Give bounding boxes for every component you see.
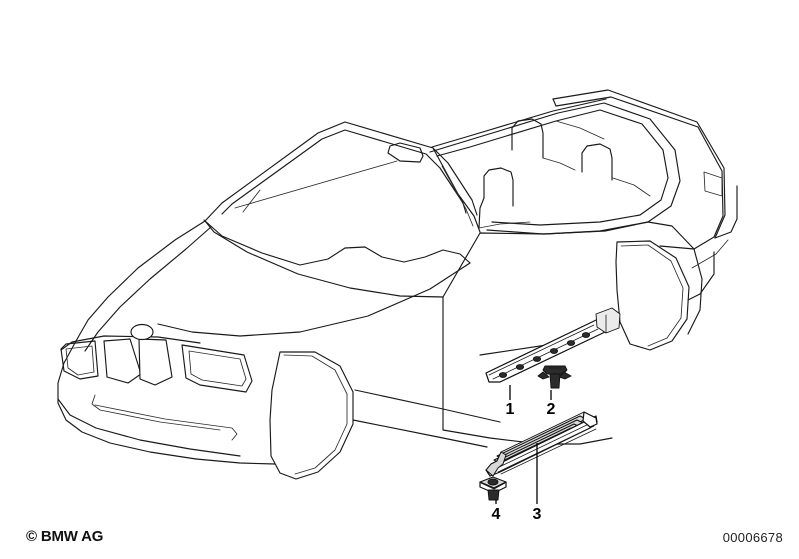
strip3-rib-line-3: [497, 425, 595, 473]
strip-clip-stud: [498, 372, 508, 378]
front-bumper-lower: [57, 398, 241, 457]
headlight-left: [60, 340, 99, 380]
rivet-collar-right: [558, 371, 572, 380]
rear-bumper-edge: [714, 185, 738, 239]
rocker-lower-line: [352, 419, 488, 448]
strip3-rib-line-1: [491, 419, 589, 467]
rear-lower-skirt: [691, 239, 729, 269]
rivet-shank: [549, 373, 561, 389]
strip-clip-stud: [549, 348, 559, 354]
interior-door-card: [478, 221, 531, 229]
installed-strip-bevel-2: [492, 328, 599, 380]
clip4-plate-body: [479, 481, 507, 494]
hood-center-nose: [157, 262, 471, 337]
front-upper-panel: [60, 335, 201, 351]
front-seat-back-left: [478, 197, 485, 229]
cowl-panel: [204, 220, 444, 298]
front-wheel-inner: [283, 354, 348, 475]
belt-line-upper: [431, 98, 607, 148]
rear-wheel-inner: [620, 244, 684, 347]
strip3-rib-line-4: [500, 428, 597, 475]
clip4-shank: [487, 489, 500, 501]
hood-rear-contour: [203, 219, 471, 266]
rear-deck-top: [552, 89, 726, 239]
bmw-roundel-icon: [130, 323, 154, 341]
rear-quarter-panel: [647, 221, 703, 335]
rocker-upper-line: [354, 389, 501, 423]
callout-number-3: 3: [533, 506, 542, 523]
strip-clip-stud: [515, 364, 525, 370]
windshield-a-pillar-inner: [242, 189, 261, 213]
copyright-notice: © BMW AG: [26, 528, 104, 545]
headlight-right: [181, 344, 253, 393]
fender-top-line: [84, 226, 212, 352]
hood-left-edge: [75, 220, 206, 342]
installed-strip-bevel-1: [488, 324, 595, 376]
cockpit-opening-inner: [436, 109, 669, 226]
rear-lamp-detail: [703, 171, 723, 197]
seat-divider: [542, 157, 576, 171]
callout-numbers-group: 1 2 3 4: [492, 401, 556, 523]
strip3-rib-line-2: [494, 422, 592, 470]
rear-deck-crease: [555, 120, 605, 140]
rear-rocker-line: [687, 251, 715, 301]
front-wheel-arch: [269, 351, 354, 480]
bumper-face-line-2: [94, 404, 238, 441]
front-seat-headrest-left: [483, 167, 514, 207]
headlight-left-inner: [65, 345, 95, 376]
callout-number-2: 2: [547, 401, 556, 418]
rear-wheel-arch: [615, 240, 690, 351]
callout-number-4: 4: [492, 506, 501, 523]
headlight-right-inner: [188, 350, 247, 387]
clip4-center-hole: [487, 478, 499, 486]
part-4-square-clip: [479, 476, 507, 501]
strip3-right-end-cap: [582, 411, 598, 428]
part-2-expanding-rivet: [537, 365, 572, 389]
rear-quarter-upper: [552, 96, 699, 128]
cockpit-rim-outer: [429, 102, 681, 235]
strip-clip-stud: [581, 332, 591, 338]
part-1-installed-sill-strip: [485, 307, 621, 383]
strip-clip-stud: [566, 340, 576, 346]
windshield-frame-outer: [204, 121, 478, 222]
clip4-edge-highlight: [480, 482, 506, 490]
diagram-footer: © BMW AG 00006678: [0, 519, 799, 559]
callout-number-1: 1: [506, 401, 515, 418]
rearview-mirror: [387, 142, 424, 163]
tonneau-crease: [612, 177, 651, 197]
front-nose-outer: [57, 340, 197, 460]
leader-lines-group: [495, 385, 552, 504]
strip-clip-stud: [532, 356, 542, 362]
kidney-grille-left: [103, 338, 142, 384]
a-pillar-right-inner: [441, 165, 474, 227]
door-panel-outline: [442, 221, 649, 298]
strip3-body-outline: [485, 415, 598, 477]
rear-seat-headrest-left: [511, 118, 544, 159]
a-pillar-right: [432, 147, 481, 233]
part-3-sill-cover-strip: [485, 411, 598, 477]
rear-body-side: [659, 126, 724, 250]
rear-seat-headrest-right: [581, 143, 613, 181]
fender-lower-front: [195, 458, 276, 465]
bumper-face-line-1: [91, 394, 221, 431]
kidney-grille-right: [138, 338, 173, 386]
windshield-reflection: [234, 160, 398, 209]
vehicle-body-group: [57, 89, 738, 480]
rivet-collar-left: [537, 371, 550, 380]
installed-strip-end-cap: [595, 307, 621, 334]
diagram-id-number: 00006678: [722, 530, 783, 545]
strip3-left-end-cap: [485, 451, 507, 477]
